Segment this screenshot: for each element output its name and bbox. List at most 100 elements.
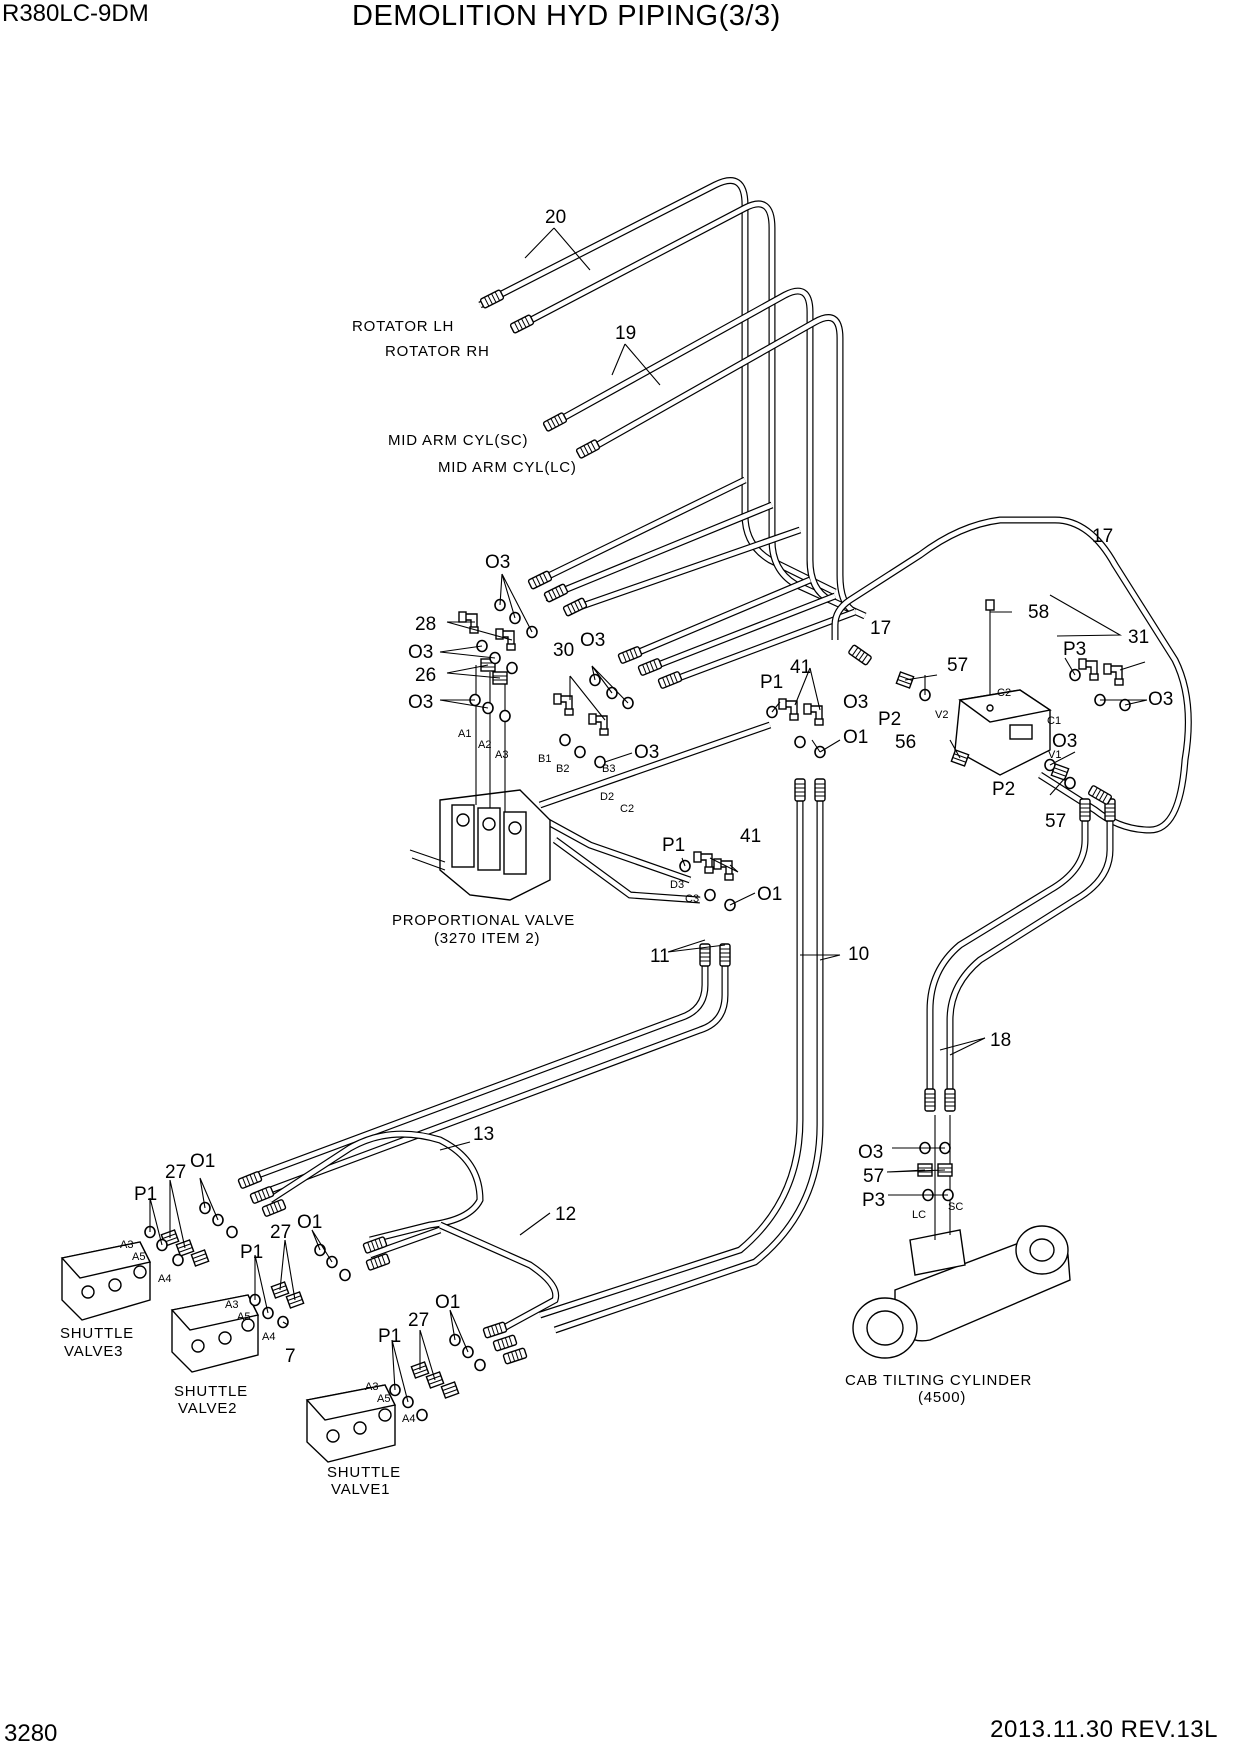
manifold-port-v1: V1 [1048,749,1061,761]
label-shuttle-valve1-a: SHUTTLE [327,1464,401,1481]
callout-o3-left2: O3 [408,692,433,713]
callout-17-top: 17 [1092,526,1113,547]
callout-57-cyl: 57 [863,1166,884,1187]
callout-o1-top: O1 [843,727,868,748]
callout-57-right: 57 [1045,811,1066,832]
port-labels: A1 A2 A3 B1 B2 B3 D2 C2 D3 C3 C2 C1 V2 V… [120,687,1061,1425]
label-rotator-rh: ROTATOR RH [385,343,490,360]
port-b2: B2 [556,763,569,775]
callout-o3-manifold-right: O3 [1052,731,1077,752]
sv3-port-a3: A3 [120,1239,133,1251]
label-proportional-valve-ref: (3270 ITEM 2) [434,930,540,947]
proportional-valve-lines [538,721,772,904]
callout-30: 30 [553,640,574,661]
sv2-port-a3: A3 [225,1299,238,1311]
callout-o3-manifold-left: O3 [843,692,868,713]
label-shuttle-valve2-b: VALVE2 [178,1400,237,1417]
label-mid-arm-sc: MID ARM CYL(SC) [388,432,528,449]
callout-p1-mid: P1 [662,835,685,856]
manifold-port-c1: C1 [1047,715,1061,727]
callout-26: 26 [415,665,436,686]
callout-11: 11 [650,946,670,967]
label-proportional-valve: PROPORTIONAL VALVE [392,912,575,929]
callout-56: 56 [895,732,916,753]
callout-o1-sv1: O1 [435,1292,460,1313]
manifold-port-v2: V2 [935,709,948,721]
bolt-58 [985,599,995,695]
hose-17 [831,516,1192,834]
port-b1: B1 [538,753,551,765]
manifold-block [954,689,1052,776]
callout-o3-far-right: O3 [1148,689,1173,710]
callout-p3-manifold: P3 [1063,639,1086,660]
label-shuttle-valve3-b: VALVE3 [64,1343,123,1360]
sv3-port-a4: A4 [158,1273,171,1285]
port-a3: A3 [495,749,508,761]
callout-p2-bottom: P2 [992,779,1015,800]
callout-o3-cyl: O3 [858,1142,883,1163]
callout-p1-top: P1 [760,672,783,693]
port-c3: C3 [685,893,699,905]
label-cab-tilting-cylinder-ref: (4500) [918,1389,966,1406]
callout-41-top: 41 [790,657,811,678]
sv1-port-a3: A3 [365,1381,378,1393]
callout-p1-sv1: P1 [378,1326,401,1347]
callout-13: 13 [473,1124,494,1145]
callout-31: 31 [1128,627,1149,648]
port-c2: C2 [620,803,634,815]
port-d2: D2 [600,791,614,803]
callout-58: 58 [1028,602,1049,623]
cylinder-port-lc: LC [912,1209,926,1221]
sv3-port-a5: A5 [132,1251,145,1263]
shuttle-valve-3 [60,1241,152,1321]
callout-o1-sv3: O1 [190,1151,215,1172]
leader-lines [149,227,1148,1403]
callout-p1-sv3: P1 [134,1184,157,1205]
shuttle-valve-2 [170,1294,260,1373]
model-number: R380LC-9DM [2,0,149,27]
callout-57-top: 57 [947,655,968,676]
callout-o1-sv2: O1 [297,1212,322,1233]
callout-7: 7 [285,1346,296,1367]
sv1-port-a5: A5 [377,1393,390,1405]
callout-o1-mid: O1 [757,884,782,905]
callout-28: 28 [415,614,436,635]
callout-27-sv3: 27 [165,1162,186,1183]
callout-41-mid: 41 [740,826,761,847]
callout-19: 19 [615,323,636,344]
callout-18: 18 [990,1030,1011,1051]
page-number: 3280 [4,1720,58,1747]
component-labels: ROTATOR LH ROTATOR RH MID ARM CYL(SC) MI… [60,318,1032,1498]
label-shuttle-valve2-a: SHUTTLE [174,1383,248,1400]
part-callouts: 20 19 17 17 58 31 57 57 57 56 41 41 28 2… [134,207,1173,1367]
callout-p1-sv2: P1 [240,1242,263,1263]
hose-12 [368,1221,560,1334]
callout-o3-top: O3 [485,552,510,573]
callout-20: 20 [545,207,566,228]
label-cab-tilting-cylinder: CAB TILTING CYLINDER [845,1372,1032,1389]
shuttle-valve-1 [305,1384,397,1463]
callout-27-sv2: 27 [270,1222,291,1243]
label-shuttle-valve1-b: VALVE1 [331,1481,390,1498]
port-a2: A2 [478,739,491,751]
sv2-port-a4: A4 [262,1331,275,1343]
manifold-port-c2: C2 [997,687,1011,699]
port-b3: B3 [602,763,615,775]
port-a1: A1 [458,728,471,740]
revision-date: 2013.11.30 REV.13L [990,1716,1218,1743]
hose-13 [268,1130,484,1244]
hose-18 [926,820,1114,1100]
cylinder-port-sc: SC [948,1201,963,1213]
hose-11 [248,965,729,1196]
label-mid-arm-lc: MID ARM CYL(LC) [438,459,577,476]
callout-10: 10 [848,944,869,965]
callout-o3-mid: O3 [580,630,605,651]
callout-27-sv1: 27 [408,1310,429,1331]
hoses-to-prop-valve-top [528,476,857,689]
hose-end-fittings [237,288,1116,1365]
port-d3: D3 [670,879,684,891]
sv1-port-a4: A4 [402,1413,415,1425]
callout-17-mid: 17 [870,618,891,639]
